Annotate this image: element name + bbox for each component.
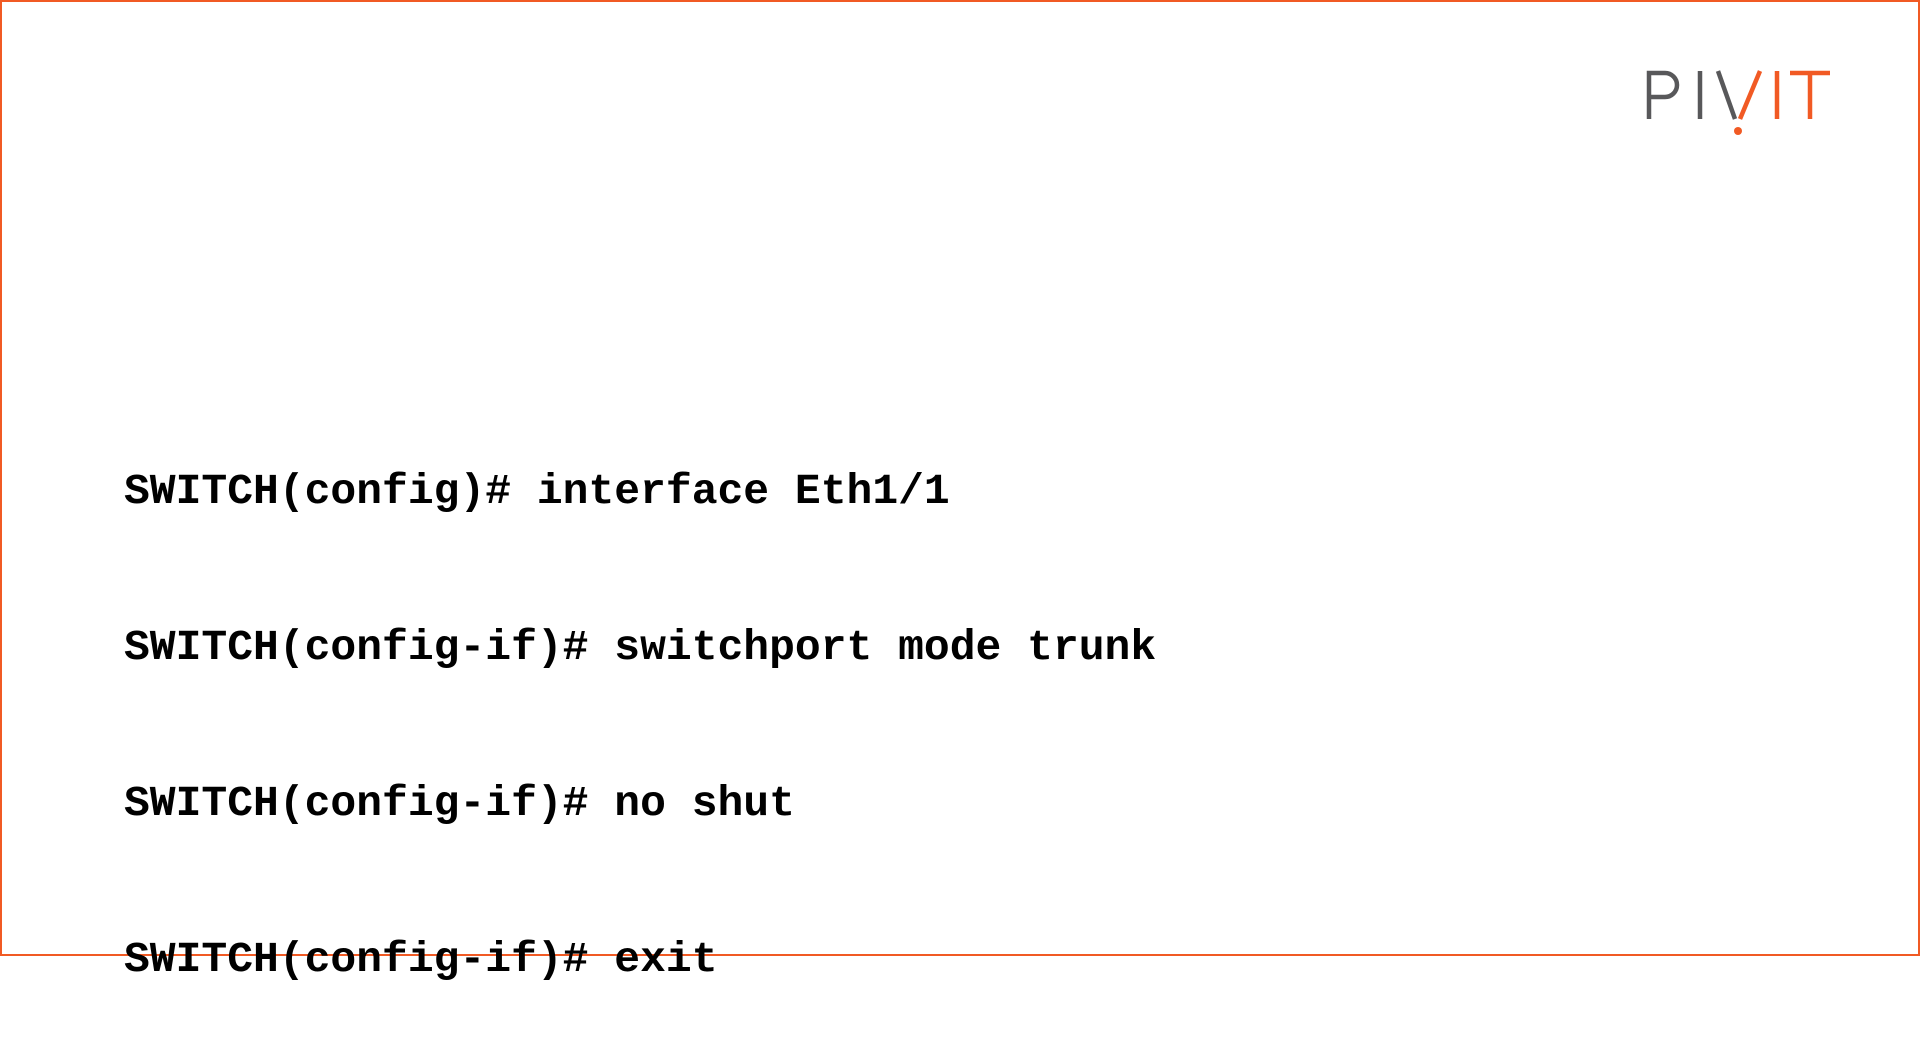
slide-frame [0, 0, 1920, 956]
cli-line: SWITCH(config-if)# switchport mode trunk [124, 623, 1157, 672]
cli-line: SWITCH(config-if)# exit [124, 935, 718, 984]
cli-line: SWITCH(config-if)# no shut [124, 779, 795, 828]
cli-commands: SWITCH(config)# interface Eth1/1 SWITCH(… [124, 362, 1156, 1038]
cli-line: SWITCH(config)# interface Eth1/1 [124, 467, 950, 516]
pivit-logo [1646, 70, 1830, 135]
